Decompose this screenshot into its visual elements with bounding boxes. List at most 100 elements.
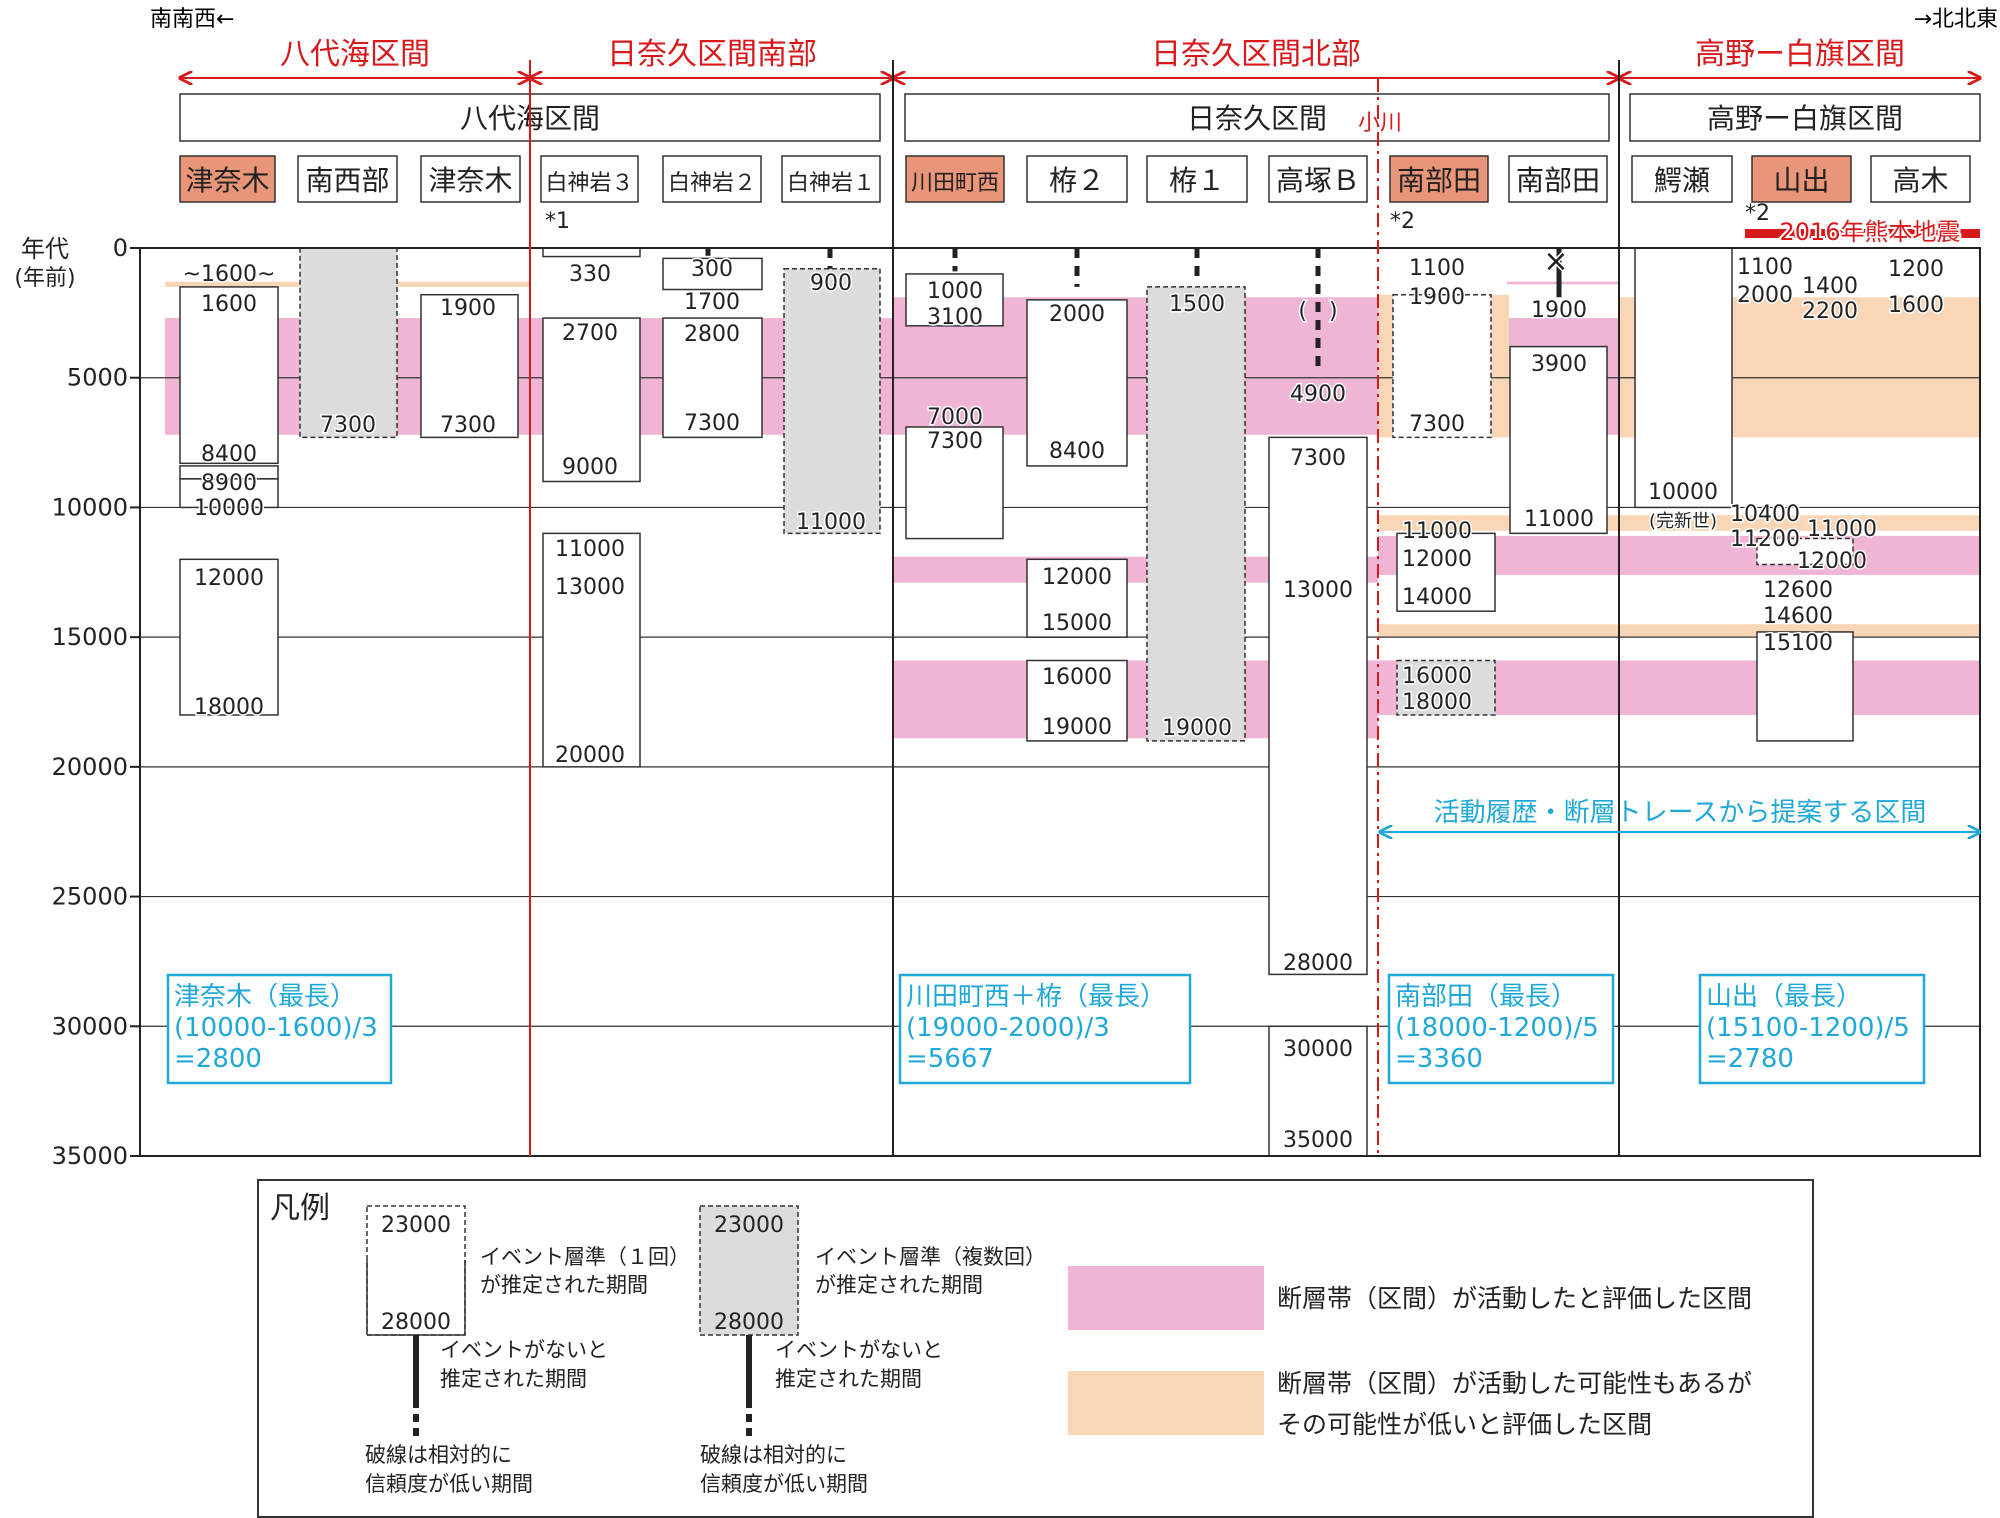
age-label-2: 8400 (201, 442, 257, 467)
legend-dashed-1b: 信頼度が低い期間 (365, 1472, 533, 1496)
axis-tick-label-1: 5000 (67, 364, 128, 392)
event-box-20 (1392, 293, 1492, 439)
legend-single-box (366, 1205, 466, 1336)
site-label-13: 山出 (1773, 164, 1829, 197)
legend-dashed-2a: 破線は相対的に (700, 1443, 847, 1467)
age-label-61: 12000 (1797, 549, 1867, 574)
age-label-9: 7300 (440, 413, 496, 438)
age-label-66: 1600 (1888, 293, 1944, 318)
age-label-47: 16000 (1402, 664, 1472, 689)
age-label-54: 1100 (1737, 255, 1793, 280)
age-label-58: 10400 (1730, 502, 1800, 527)
legend-no-event-1b: 推定された期間 (440, 1367, 587, 1391)
age-label-62: 12600 (1763, 578, 1833, 603)
site-label-1: 南西部 (305, 164, 389, 197)
axis-tick-label-6: 30000 (52, 1012, 128, 1040)
age-label-40: 35000 (1283, 1128, 1353, 1153)
legend-pink-swatch (1068, 1266, 1264, 1330)
event-box-13 (905, 426, 1004, 540)
current-section-takano-box (1629, 93, 1981, 142)
age-label-46: 14000 (1402, 585, 1472, 610)
age-label-37: 13000 (1283, 578, 1353, 603)
age-label-35: 4900 (1290, 382, 1346, 407)
calc-box-2-line3: =3360 (1395, 1044, 1483, 1074)
calc-box-3-line1: 山出（最長） (1706, 982, 1862, 1012)
proposed-range-label: 活動履歴・断層トレースから提案する区間 (1434, 798, 1927, 828)
site-box-12 (1631, 155, 1733, 203)
legend-multi-box (699, 1205, 799, 1336)
age-label-14: 13000 (555, 575, 625, 600)
age-label-32: 1500 (1169, 292, 1225, 317)
section-hinagu-north: 日奈久区間北部 (1151, 37, 1361, 72)
site-label-14: 高木 (1892, 164, 1948, 197)
age-label-36: 7300 (1290, 446, 1346, 471)
site-box-1 (297, 155, 398, 203)
calc-box-1-line1: 川田町西＋栫（最長） (906, 982, 1166, 1012)
legend-single-text-1: イベント層準（１回） (480, 1245, 690, 1269)
site-box-8 (1146, 155, 1248, 203)
axis-tick-label-4: 20000 (52, 753, 128, 781)
age-label-16: 300 (691, 257, 733, 282)
age-label-34: ( ) (1298, 299, 1337, 324)
age-label-7: 7300 (320, 413, 376, 438)
event-box-8 (542, 532, 641, 768)
age-label-8: 1900 (440, 296, 496, 321)
legend-multi-text-2: が推定された期間 (815, 1273, 983, 1297)
site-label-8: 栫１ (1169, 164, 1225, 197)
section-yatsushiro: 八代海区間 (280, 37, 430, 72)
legend-multi-text-1: イベント層準（複数回） (815, 1245, 1046, 1269)
calc-box-2-line1: 南部田（最長） (1395, 982, 1577, 1012)
age-label-29: 15000 (1042, 611, 1112, 636)
age-label-41: 1100 (1409, 256, 1465, 281)
event-box-23 (1396, 532, 1496, 612)
site-label-0: 津奈木 (185, 164, 269, 197)
age-label-17: 1700 (684, 290, 740, 315)
calc-box-1-line2: (19000-2000)/3 (906, 1013, 1110, 1043)
age-label-63: 14600 (1763, 604, 1833, 629)
age-label-12: 9000 (562, 455, 618, 480)
plot-frame (139, 247, 1981, 1157)
site-box-10 (1389, 155, 1489, 203)
event-box-26 (1756, 537, 1854, 566)
age-label-4: 10000 (194, 496, 264, 521)
age-label-22: 1000 (927, 279, 983, 304)
current-section-hinagu: 日奈久区間 (1187, 102, 1327, 135)
site-label-4: 白神岩２ (668, 171, 756, 196)
event-box-7 (542, 317, 641, 483)
site-box-11 (1508, 155, 1608, 203)
event-box-19 (1268, 1025, 1368, 1157)
age-label-27: 8400 (1049, 439, 1105, 464)
axis-tick-label-3: 15000 (52, 623, 128, 651)
calc-box-1 (898, 973, 1192, 1085)
ogawa-label: 小川 (1358, 111, 1402, 136)
site-label-2: 津奈木 (428, 164, 512, 197)
event-box-14 (1026, 299, 1128, 467)
age-label-56: 1400 (1802, 274, 1858, 299)
age-label-11: 2700 (562, 321, 618, 346)
age-label-10: 330 (569, 262, 611, 287)
age-label-42: 1900 (1409, 285, 1465, 310)
site-box-7 (1026, 155, 1128, 203)
footnote-2b: *2 (1745, 201, 1770, 226)
age-label-65: 1200 (1888, 257, 1944, 282)
event-box-17 (1146, 286, 1246, 742)
site-box-0 (179, 155, 276, 203)
axis-tick-label-5: 25000 (52, 883, 128, 911)
calc-boxes: 津奈木（最長）(10000-1600)/3=2800川田町西＋栫（最長）(190… (166, 973, 1926, 1085)
band-7 (1507, 281, 1619, 285)
age-label-31: 19000 (1042, 715, 1112, 740)
age-label-6: 18000 (194, 695, 264, 720)
event-box-6 (542, 247, 641, 258)
calc-box-3-line3: =2780 (1706, 1044, 1794, 1074)
event-box-2 (179, 478, 279, 509)
age-label-3: 8900 (201, 471, 257, 496)
legend: 凡例 23000 28000 イベント層準（１回） が推定された期間 イベントが… (257, 1179, 1814, 1518)
legend-orange-label-1: 断層帯（区間）が活動した可能性もあるが (1277, 1369, 1752, 1398)
age-label-59: 11200 (1730, 527, 1800, 552)
event-box-21 (1509, 345, 1608, 535)
age-label-52: 10000 (1648, 480, 1718, 505)
current-section-hinagu-box (904, 93, 1610, 142)
calc-box-3 (1698, 973, 1926, 1085)
direction-north: →北北東 (1914, 7, 1998, 32)
